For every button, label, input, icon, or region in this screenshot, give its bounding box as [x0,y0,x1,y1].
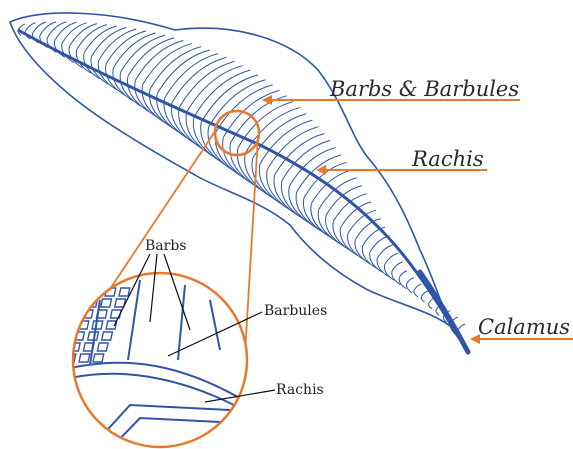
label-barbs-barbules: Barbs & Barbules [329,77,519,101]
barbule-cell [79,354,90,362]
barbule-cell [91,288,102,296]
barbule-cell [32,332,43,340]
barbule-cell [46,332,57,340]
barbule-cell [93,354,104,362]
label-zoom-barbs: Barbs [145,238,186,254]
feather-vane [10,13,470,352]
barbule-cell [101,299,112,307]
barbule-cell [50,321,61,329]
barbule-cell [63,288,74,296]
barbule-cell [55,343,66,351]
barbule-cell [102,332,113,340]
barbule-cell [60,332,71,340]
label-calamus: Calamus [478,315,570,339]
barbule-cell [27,343,38,351]
barbule-cell [45,299,56,307]
zoom-detail [23,270,250,449]
barbule-cell [97,343,108,351]
label-zoom-barbules: Barbules [264,303,327,319]
barbule-cell [73,299,84,307]
barbule-cell [51,354,62,362]
barb-line [458,324,465,330]
barbule-cell [41,343,52,351]
barbule-cell [40,310,51,318]
barbule-cell [59,299,70,307]
barbule-cell [68,310,79,318]
barbule-cell [37,354,48,362]
vane-outline [10,13,470,352]
barbule-cell [49,288,60,296]
barbule-cell [64,321,75,329]
label-zoom-rachis: Rachis [276,382,324,398]
barbule-cell [119,288,130,296]
label-rachis: Rachis [411,147,484,171]
barbule-cell [23,354,34,362]
barbule-cell [36,321,47,329]
barbule-cell [77,288,88,296]
barbule-cell [54,310,65,318]
